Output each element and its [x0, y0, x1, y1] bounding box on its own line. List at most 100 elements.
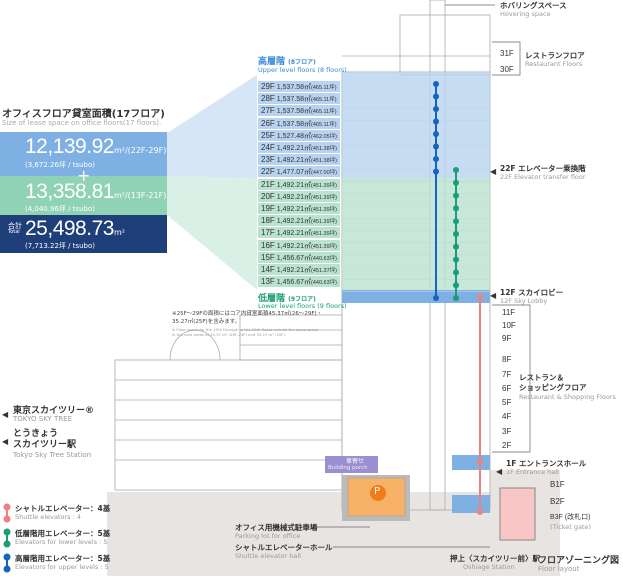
- legend-en: Elevators for lower levels : 5: [15, 538, 108, 546]
- station-pointer-icon: ◀: [2, 437, 9, 446]
- floor-tsubo: (440.63坪): [311, 255, 337, 262]
- office-area-title: オフィスフロア貸室面積(17フロア): [2, 109, 165, 120]
- skytree-pointer-icon: ◀: [2, 410, 9, 419]
- floor-area: 1,492.21㎡: [276, 157, 311, 165]
- upper-area-unit: m²: [113, 146, 125, 155]
- note-jp: ※25F〜29Fの面積にはコア内貸室面積45.37㎡(26〜29F)・35.27…: [172, 311, 323, 325]
- lower-area-range: /(13F-21F): [124, 191, 167, 200]
- legend-en: Shuttle elevators : 4: [15, 513, 82, 521]
- shuttle-elevator-stop: [477, 459, 483, 465]
- floor-row: 18F 1,492.21㎡(451.39坪): [258, 215, 340, 227]
- lower-elevator-stop: [453, 282, 459, 289]
- upper-elevator-stop: [433, 81, 439, 87]
- shop-floor-11f: 11F: [502, 308, 516, 317]
- floor-row: 26F 1,537.58㎡(465.11坪): [258, 117, 340, 129]
- floor-row: 14F 1,492.21㎡(451.37坪): [258, 264, 340, 275]
- floor-tsubo: (451.38坪): [311, 158, 337, 165]
- floor-row: 16F 1,492.21㎡(451.39坪): [258, 239, 340, 251]
- upper-floors-title: 高層階 (8フロア): [258, 57, 316, 67]
- lower-elevator-stop: [453, 295, 459, 301]
- upper-elevator-stop: [433, 131, 439, 137]
- lower-elevator-stop: [453, 218, 459, 225]
- total-area-box: 合計 Total 25,498.73m² (7,713.22坪 / tsubo): [0, 215, 167, 253]
- upper-elevator-stop: [433, 156, 439, 162]
- lower-floors-title: 低層階 (9フロア): [258, 294, 316, 304]
- floor-number: 29F: [261, 82, 275, 91]
- floor-tsubo: (465.11坪): [311, 85, 337, 91]
- floor-area: 1,492.21㎡: [276, 230, 311, 238]
- floor-b1f: B1F: [550, 480, 565, 489]
- office-area-subtitle: Size of lease space on office floors(17 …: [2, 119, 162, 127]
- floor-tsubo: (451.39坪): [311, 207, 337, 213]
- shop-floor-3f: 3F: [502, 427, 512, 436]
- shuttle-hall-label: シャトルエレベーターホール: [235, 543, 333, 552]
- shop-floor-9f: 9F: [502, 334, 512, 343]
- shop-floor-7f: 7F: [502, 370, 512, 379]
- upper-elevator-stop: [433, 143, 439, 150]
- lower-zone: [342, 178, 490, 290]
- floor-row: 20F 1,492.21㎡(451.39坪): [258, 190, 340, 202]
- upper-elevator-stop: [433, 93, 439, 100]
- upper-funnel: [167, 75, 257, 178]
- skytree-station-en: Tokyo Sky Tree Station: [13, 451, 92, 459]
- lower-elevator-stop: [453, 179, 459, 186]
- floor-tsubo: (462.05坪): [311, 133, 337, 140]
- total-area-tsubo: (7,713.22坪 / tsubo): [25, 242, 95, 250]
- floor-number: 13F: [261, 277, 275, 287]
- entrance-hall-en: 1F Entrance hall: [506, 468, 559, 476]
- elevator-icon: [3, 528, 11, 548]
- total-area-unit: m²: [113, 228, 125, 237]
- floor-tsubo: (451.39坪): [311, 182, 337, 189]
- elevator-icon: [3, 553, 11, 573]
- shop-floor-2f: 2F: [502, 441, 512, 450]
- lower-elevator-stop: [453, 269, 459, 276]
- upper-area-tsubo: (3,672.26坪 / tsubo): [25, 161, 95, 169]
- lower-area-unit: m²: [113, 191, 125, 200]
- plus-sign: +: [77, 166, 91, 185]
- floor-31f: 31F: [500, 49, 514, 58]
- shuttle-elevator-stop: [477, 294, 483, 300]
- lower-elevator-stop: [453, 192, 459, 199]
- parking-label: オフィス用機械式駐車場: [235, 523, 318, 532]
- hovering-space-label: ホバリングスペース: [500, 1, 567, 10]
- legend-label: シャトルエレベーター：4基: [15, 504, 111, 513]
- floor-number: 22F: [261, 167, 275, 177]
- upper-elevator-stop: [433, 118, 439, 125]
- floor-layout-en: Floor layout: [538, 565, 580, 573]
- lower-floors-en: Lower level floors (9 floors): [258, 302, 347, 310]
- sky-lobby-pointer-icon: ◀: [490, 291, 497, 300]
- total-area-value: 25,498.73: [25, 217, 114, 240]
- parking-icon-circle: [370, 485, 386, 501]
- shop-floor-8f: 8F: [502, 355, 512, 364]
- floor-area: 1,492.21㎡: [276, 193, 311, 201]
- floor-number: 16F: [261, 240, 275, 250]
- transfer-floor-label: 22F エレベーター乗換階: [500, 164, 586, 173]
- floor-tsubo: (451.38坪): [311, 146, 337, 152]
- skytree-station-label: とうきょうスカイツリー駅: [13, 429, 77, 450]
- floor-row: 15F 1,456.67㎡(440.63坪): [258, 251, 340, 263]
- floor-b3f: B3F (改札口): [550, 514, 591, 521]
- floor-row: 13F 1,456.67㎡(440.63坪): [258, 276, 340, 288]
- shop-floor-6f: 6F: [502, 384, 512, 393]
- entrance-pointer-icon: ◀: [496, 467, 503, 476]
- floor-number: 28F: [261, 94, 275, 104]
- shop-floor-10f: 10F: [502, 321, 516, 330]
- floor-number: 25F: [261, 130, 275, 140]
- floor-area: 1,492.21㎡: [276, 242, 311, 250]
- floor-row: 21F 1,492.21㎡(451.39坪): [258, 178, 340, 190]
- elevator-icon: [3, 503, 11, 523]
- legend-en: Elevators for upper levels : 5: [15, 563, 109, 571]
- floor-number: 20F: [261, 191, 275, 201]
- floor-tsubo: (451.39坪): [311, 219, 337, 226]
- floor-number: 21F: [261, 179, 275, 189]
- floor-area: 1,537.58㎡: [276, 120, 311, 128]
- floor-row: 28F 1,537.58㎡(465.11坪): [258, 93, 340, 105]
- hovering-space-en: Hovering space: [500, 10, 551, 18]
- transfer-floor-en: 22F Elevator transfer floor: [500, 173, 586, 181]
- floor-tsubo: (451.37坪): [311, 268, 337, 274]
- shuttle-elevator-stop: [477, 509, 483, 515]
- floor-area: 1,492.21㎡: [276, 145, 311, 152]
- floor-tsubo: (465.11坪): [311, 109, 337, 116]
- upper-area-range: /(22F-29F): [124, 146, 167, 155]
- floor-layout-title: フロアゾーニング図: [538, 556, 620, 566]
